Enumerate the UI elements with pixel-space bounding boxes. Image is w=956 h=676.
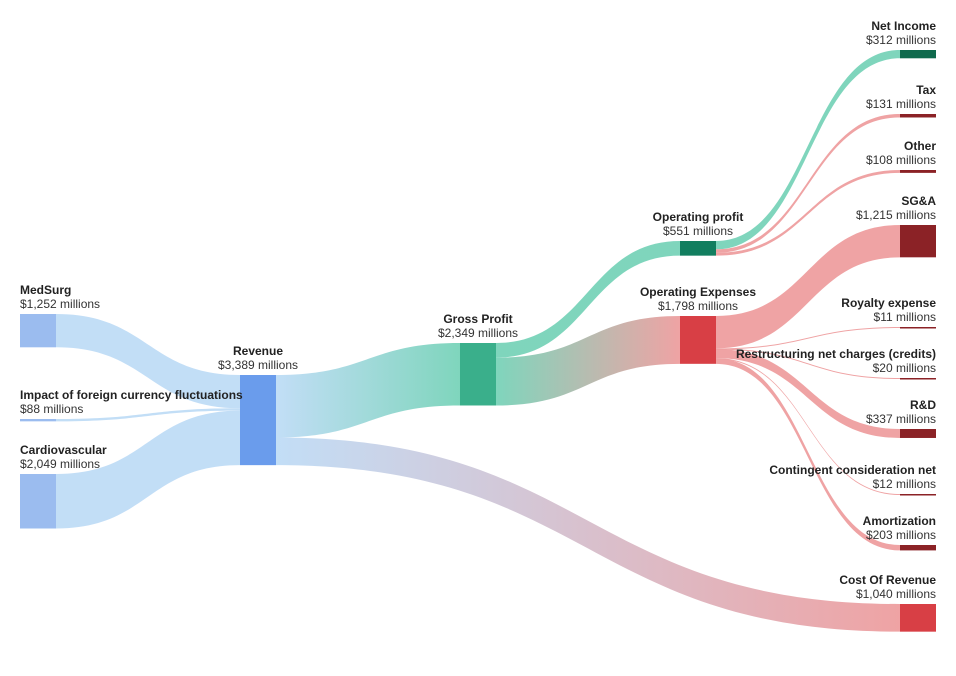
node-net[interactable] bbox=[900, 50, 936, 59]
link-opex-to-rnd[interactable] bbox=[716, 349, 900, 438]
node-contingent[interactable] bbox=[900, 494, 936, 496]
label-revenue-value: $3,389 millions bbox=[218, 358, 298, 372]
label-cor-name: Cost Of Revenue bbox=[839, 573, 936, 587]
label-cor-value: $1,040 millions bbox=[856, 587, 936, 601]
label-royalty-name: Royalty expense bbox=[841, 296, 936, 310]
node-royalty[interactable] bbox=[900, 327, 936, 329]
label-gross-value: $2,349 millions bbox=[438, 326, 518, 340]
label-gross-name: Gross Profit bbox=[443, 312, 512, 326]
sankey-nodes bbox=[20, 50, 936, 632]
node-cor[interactable] bbox=[900, 604, 936, 632]
link-revenue-to-cor[interactable] bbox=[276, 437, 900, 632]
label-cardio-name: Cardiovascular bbox=[20, 443, 107, 457]
label-opprofit-value: $551 millions bbox=[663, 224, 733, 238]
link-cardio-to-revenue[interactable] bbox=[56, 410, 240, 529]
label-contingent-value: $12 millions bbox=[873, 477, 936, 491]
label-restructuring-name: Restructuring net charges (credits) bbox=[736, 347, 936, 361]
link-gross-to-opprofit[interactable] bbox=[496, 241, 680, 358]
link-opex-to-contingent[interactable] bbox=[716, 358, 900, 495]
link-revenue-to-gross[interactable] bbox=[276, 343, 460, 438]
link-opprofit-to-net[interactable] bbox=[716, 50, 900, 250]
node-gross[interactable] bbox=[460, 343, 496, 406]
label-rnd-name: R&D bbox=[910, 398, 936, 412]
label-tax-value: $131 millions bbox=[866, 97, 936, 111]
node-amort[interactable] bbox=[900, 545, 936, 551]
label-net-value: $312 millions bbox=[866, 33, 936, 47]
label-other-name: Other bbox=[904, 139, 936, 153]
label-cardio-value: $2,049 millions bbox=[20, 457, 100, 471]
node-sga[interactable] bbox=[900, 225, 936, 258]
label-royalty-value: $11 millions bbox=[874, 310, 936, 324]
label-opprofit-name: Operating profit bbox=[653, 210, 744, 224]
link-gross-to-opex[interactable] bbox=[496, 316, 680, 406]
label-sga-name: SG&A bbox=[901, 194, 936, 208]
link-opex-to-restructuring[interactable] bbox=[716, 348, 900, 379]
link-fx-to-revenue[interactable] bbox=[56, 408, 240, 422]
node-cardio[interactable] bbox=[20, 474, 56, 529]
link-opex-to-amort[interactable] bbox=[716, 358, 900, 551]
label-revenue-name: Revenue bbox=[233, 344, 283, 358]
label-opex-value: $1,798 millions bbox=[658, 299, 738, 313]
link-opex-to-royalty[interactable] bbox=[716, 327, 900, 350]
link-opex-to-sga[interactable] bbox=[716, 225, 900, 349]
label-sga-value: $1,215 millions bbox=[856, 208, 936, 222]
label-opex-name: Operating Expenses bbox=[640, 285, 756, 299]
link-medsurg-to-revenue[interactable] bbox=[56, 314, 240, 409]
node-opex[interactable] bbox=[680, 316, 716, 364]
node-rnd[interactable] bbox=[900, 429, 936, 438]
label-amort-name: Amortization bbox=[863, 514, 936, 528]
node-revenue[interactable] bbox=[240, 375, 276, 466]
label-tax-name: Tax bbox=[916, 83, 936, 97]
link-opprofit-to-other[interactable] bbox=[716, 170, 900, 256]
label-other-value: $108 millions bbox=[866, 153, 936, 167]
node-tax[interactable] bbox=[900, 114, 936, 118]
node-opprofit[interactable] bbox=[680, 241, 716, 256]
sankey-links bbox=[56, 50, 900, 632]
label-medsurg-value: $1,252 millions bbox=[20, 297, 100, 311]
label-medsurg-name: MedSurg bbox=[20, 283, 71, 297]
label-restructuring-value: $20 millions bbox=[873, 361, 936, 375]
node-fx[interactable] bbox=[20, 419, 56, 422]
node-restructuring[interactable] bbox=[900, 378, 936, 380]
node-other[interactable] bbox=[900, 170, 936, 173]
label-fx-name: Impact of foreign currency fluctuations bbox=[20, 388, 243, 402]
label-net-name: Net Income bbox=[871, 19, 936, 33]
label-fx-value: $88 millions bbox=[20, 402, 83, 416]
label-amort-value: $203 millions bbox=[866, 528, 936, 542]
node-medsurg[interactable] bbox=[20, 314, 56, 348]
label-rnd-value: $337 millions bbox=[866, 412, 936, 426]
label-contingent-name: Contingent consideration net bbox=[769, 463, 936, 477]
link-opprofit-to-tax[interactable] bbox=[716, 114, 900, 253]
